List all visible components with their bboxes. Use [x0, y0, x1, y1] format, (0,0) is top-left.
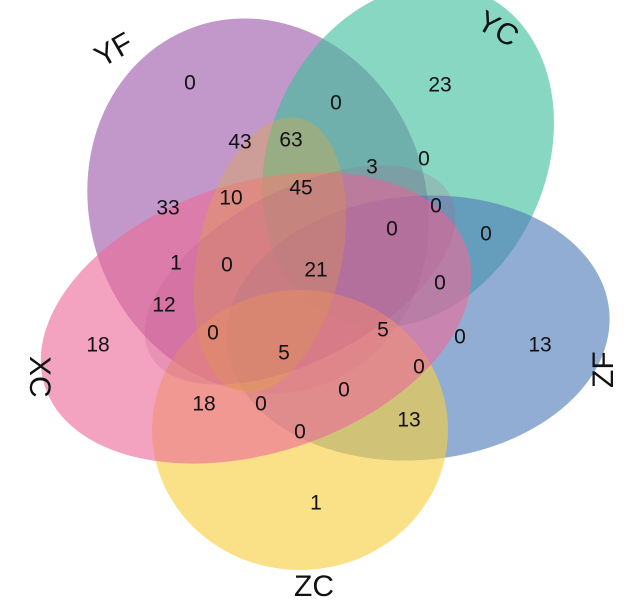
count-region: 5: [278, 342, 290, 365]
count-region: 63: [279, 129, 302, 152]
count-region: 5: [377, 319, 389, 342]
count-region: 13: [397, 409, 420, 432]
count-region: 0: [430, 195, 442, 218]
count-region: 33: [156, 197, 179, 220]
count-region: 21: [304, 259, 327, 282]
count-region: 0: [480, 223, 492, 246]
count-region: 0: [255, 393, 267, 416]
count-yc-only: 23: [428, 74, 451, 97]
count-region: 0: [338, 379, 350, 402]
count-region: 0: [413, 356, 425, 379]
count-region: 18: [192, 393, 215, 416]
count-zf-only: 13: [528, 334, 551, 357]
count-region: 0: [294, 421, 306, 444]
count-region: 0: [454, 326, 466, 349]
count-region: 12: [152, 294, 175, 317]
petal-overlay-top: [193, 117, 347, 393]
count-region: 3: [366, 156, 378, 179]
count-region: 0: [330, 92, 342, 115]
count-yf-only: 0: [184, 72, 196, 95]
set-xc-ellipse: [40, 172, 472, 464]
count-zc-only: 1: [310, 492, 322, 515]
count-xc-only: 18: [86, 334, 109, 357]
count-region: 0: [207, 322, 219, 345]
count-region: 43: [228, 131, 251, 154]
count-region: 0: [221, 254, 233, 277]
set-label-zc: ZC: [294, 570, 334, 603]
count-region: 10: [219, 187, 242, 210]
count-region: 0: [386, 218, 398, 241]
count-region: 45: [289, 177, 312, 200]
set-label-yf: YF: [89, 26, 139, 74]
petal-overlay-center: [144, 165, 456, 385]
count-region: 1: [170, 252, 182, 275]
count-region: 0: [418, 148, 430, 171]
set-label-xc: XC: [23, 356, 56, 398]
count-region: 0: [434, 272, 446, 295]
set-label-zf: ZF: [587, 351, 620, 388]
